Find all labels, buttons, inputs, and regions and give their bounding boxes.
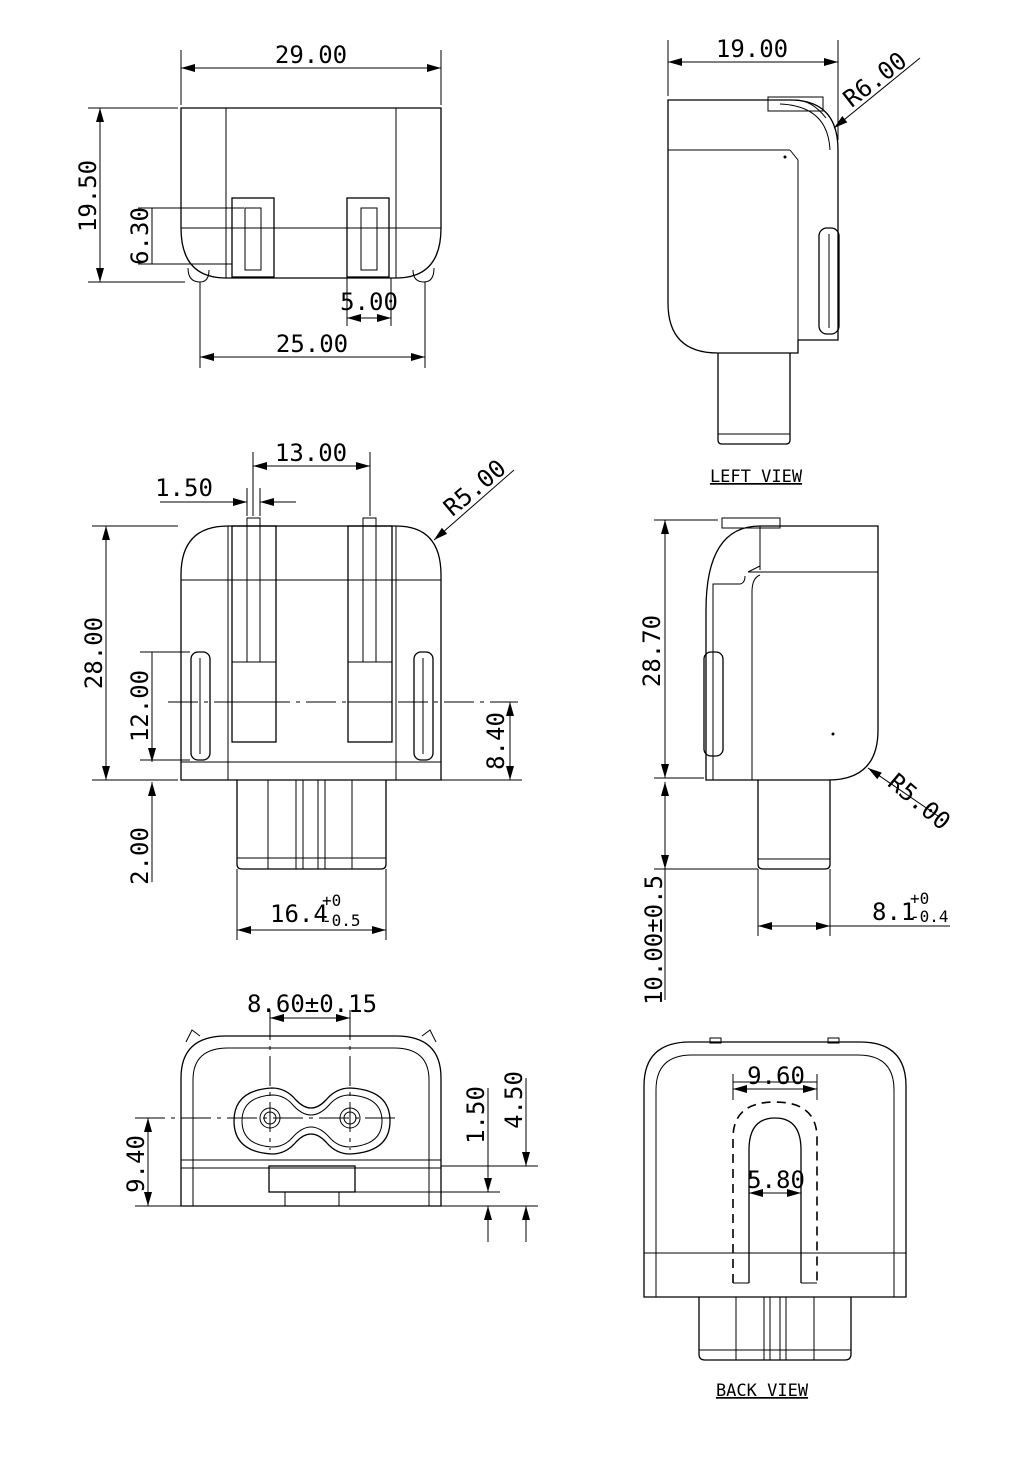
dim-front-height: 28.00 <box>80 617 108 689</box>
side-view: 28.70 R5.00 10.00±0.5 8.1 +0 -0.4 <box>638 517 956 1005</box>
left-view: 19.00 R6.00 LEFT VIEW <box>667 35 921 487</box>
dim-side-radius: R5.00 <box>882 768 955 836</box>
dim-front-blade-thickness: 1.50 <box>155 474 213 502</box>
top-view: 29.00 19.50 6.30 5.00 25.00 <box>74 41 442 368</box>
dim-left-radius: R6.00 <box>838 46 912 113</box>
back-view: 9.60 5.80 BACK VIEW <box>643 1037 907 1401</box>
dim-top-height: 19.50 <box>74 160 102 232</box>
dim-side-plug-tol-lower: -0.4 <box>910 907 949 926</box>
caption-left-view: LEFT VIEW <box>710 467 803 487</box>
dim-top-blade-height: 6.30 <box>126 207 154 265</box>
dim-socket-height: 9.40 <box>122 1135 150 1193</box>
dim-back-inner: 5.80 <box>747 1166 805 1194</box>
dim-top-blade-width: 5.00 <box>340 288 398 316</box>
dim-front-spacing: 13.00 <box>275 439 347 467</box>
dim-side-height: 28.70 <box>638 615 666 687</box>
dim-side-plug-length: 10.00±0.5 <box>640 875 668 1005</box>
dim-front-radius: R5.00 <box>438 454 511 522</box>
dim-top-bottom-width: 25.00 <box>276 330 348 358</box>
dim-front-slot: 12.00 <box>126 670 154 742</box>
dim-front-bottom: 2.00 <box>126 827 154 885</box>
socket-view: 8.60±0.15 9.40 1.50 4.50 <box>122 990 538 1242</box>
dim-socket-spacing: 8.60±0.15 <box>247 990 377 1018</box>
dim-socket-offset-b: 4.50 <box>500 1071 528 1129</box>
dim-socket-offset-a: 1.50 <box>462 1086 490 1144</box>
dim-back-outer: 9.60 <box>747 1062 805 1090</box>
dim-top-width: 29.00 <box>275 41 347 69</box>
dim-left-width: 19.00 <box>716 35 788 63</box>
caption-back-view: BACK VIEW <box>716 1381 809 1401</box>
dim-side-plug-tol-upper: +0 <box>910 889 929 908</box>
dim-front-plug-tol-lower: -0.5 <box>322 911 361 930</box>
dim-front-plug-tol-upper: +0 <box>322 891 341 910</box>
dim-front-plug-base: 16.4 <box>270 900 328 928</box>
front-view: 13.00 1.50 R5.00 28.00 12.00 8.40 2.00 1… <box>80 439 522 940</box>
dim-side-plug-base: 8.1 <box>872 898 915 926</box>
dim-front-right: 8.40 <box>482 712 510 770</box>
